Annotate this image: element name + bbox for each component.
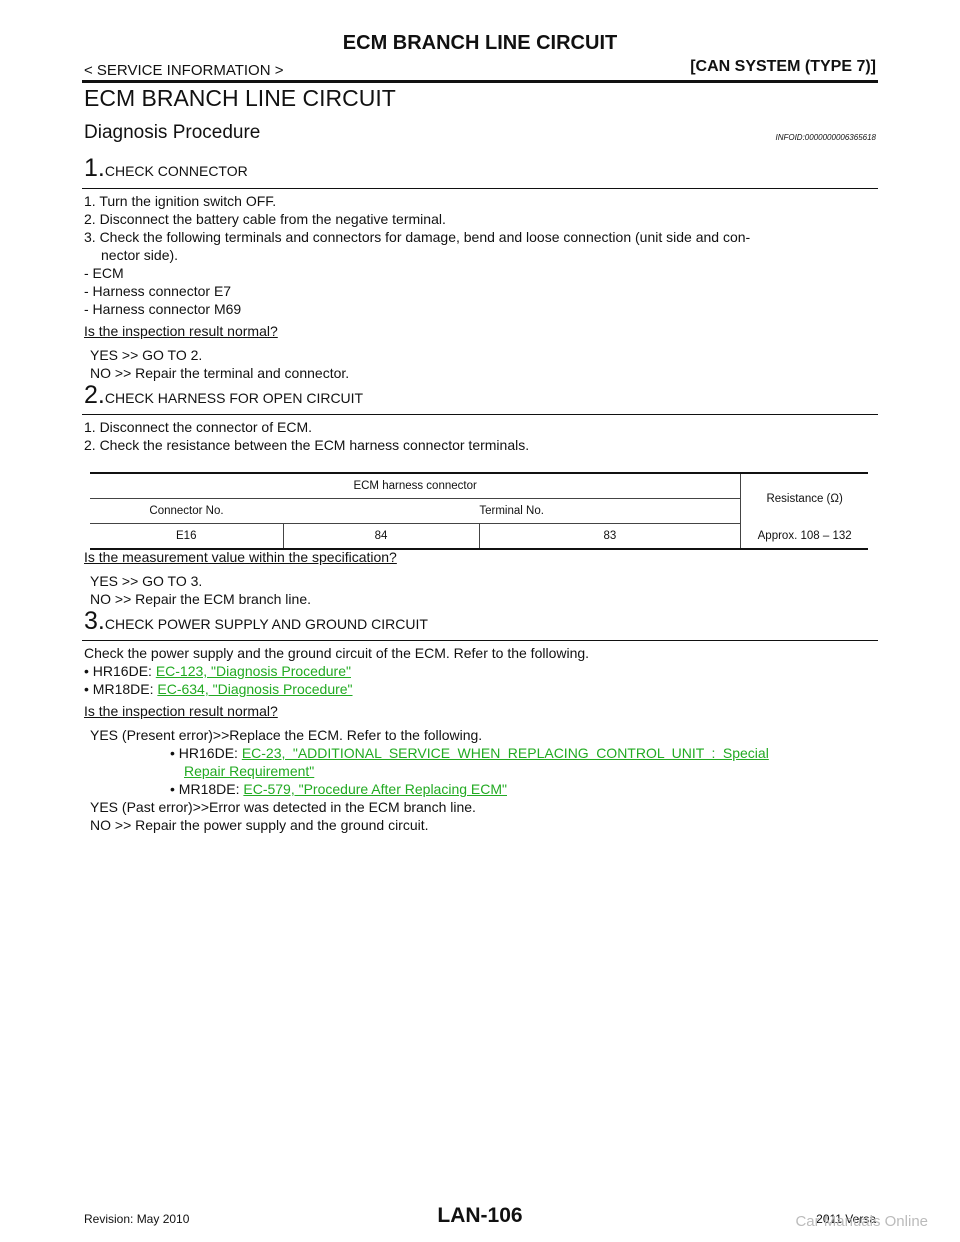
step-1-line-2: 2. Disconnect the battery cable from the…	[84, 211, 446, 227]
step-3-sub-hr16de: • HR16DE: EC-23, "ADDITIONAL SERVICE WHE…	[170, 745, 878, 761]
step-3-yes-present: YES (Present error)>>Replace the ECM. Re…	[90, 727, 483, 743]
bullet-label: • HR16DE:	[84, 663, 152, 679]
step-1-line-5: - ECM	[84, 265, 124, 281]
ec-123-link[interactable]: EC-123, "Diagnosis Procedure"	[155, 663, 351, 679]
step-3-bullet-hr16de: • HR16DE: EC-123, "Diagnosis Procedure"	[84, 663, 351, 679]
step-3-no: NO >> Repair the power supply and the gr…	[90, 817, 429, 833]
step-rule	[82, 188, 878, 189]
step-number: 1.	[84, 154, 105, 182]
step-1-no: NO >> Repair the terminal and connector.	[90, 365, 350, 381]
ec-579-link[interactable]: EC-579, "Procedure After Replacing ECM"	[243, 781, 507, 797]
step-3-line: Check the power supply and the ground ci…	[84, 645, 590, 661]
header-rule	[82, 80, 878, 83]
step-3-sub-mr18de: • MR18DE: EC-579, "Procedure After Repla…	[170, 781, 507, 797]
ec-23-link-cont[interactable]: Repair Requirement"	[184, 763, 315, 779]
step-2-heading: 2.CHECK HARNESS FOR OPEN CIRCUIT	[84, 381, 363, 410]
step-2-line-2: 2. Check the resistance between the ECM …	[84, 437, 530, 453]
header-system-label: [CAN SYSTEM (TYPE 7)]	[690, 58, 876, 75]
step-3-question: Is the inspection result normal?	[84, 703, 278, 719]
step-1-yes: YES >> GO TO 2.	[90, 347, 203, 363]
terminal-2-cell: 83	[478, 523, 741, 550]
step-1-question: Is the inspection result normal?	[84, 323, 278, 339]
table-subheader-row: Connector No. Terminal No.	[90, 498, 868, 524]
footer-model: 2011 Versa	[816, 1212, 876, 1226]
table-header-row: ECM harness connector Resistance (Ω)	[90, 472, 868, 524]
step-1-line-4: nector side).	[101, 247, 179, 263]
resistance-cell: Approx. 108 – 132	[740, 523, 868, 550]
table-row: E16 84 83 Approx. 108 – 132	[90, 523, 868, 550]
resistance-table: ECM harness connector Resistance (Ω) Con…	[90, 472, 868, 550]
footer-page-number: LAN-106	[437, 1204, 523, 1227]
step-title: CHECK CONNECTOR	[104, 163, 248, 179]
step-title: CHECK HARNESS FOR OPEN CIRCUIT	[104, 390, 364, 406]
ec-23-link[interactable]: EC-23, "ADDITIONAL SERVICE WHEN REPLACIN…	[241, 745, 769, 761]
step-number: 2.	[84, 381, 105, 409]
step-3-sub-hr16de-cont: Repair Requirement"	[184, 763, 314, 779]
ec-634-link[interactable]: EC-634, "Diagnosis Procedure"	[157, 681, 353, 697]
step-2-question: Is the measurement value within the spec…	[84, 549, 397, 565]
info-id: INFOID:0000000006365618	[775, 133, 876, 142]
watermark: Car Manuals Online	[795, 1213, 928, 1230]
bullet-label: • MR18DE:	[84, 681, 154, 697]
connector-cell: E16	[90, 523, 283, 550]
section-title: Diagnosis Procedure	[84, 122, 261, 143]
step-rule	[82, 414, 878, 415]
connector-no-header: Connector No.	[90, 498, 283, 524]
step-3-heading: 3.CHECK POWER SUPPLY AND GROUND CIRCUIT	[84, 607, 428, 636]
step-1-line-6: - Harness connector E7	[84, 283, 232, 299]
bullet-label: • HR16DE:	[170, 745, 238, 761]
step-3-bullet-mr18de: • MR18DE: EC-634, "Diagnosis Procedure"	[84, 681, 353, 697]
terminal-1-cell: 84	[282, 523, 479, 550]
step-1-line-1: 1. Turn the ignition switch OFF.	[84, 193, 277, 209]
header-section-label: < SERVICE INFORMATION >	[84, 62, 284, 79]
step-1-line-7: - Harness connector M69	[84, 301, 242, 317]
step-3-yes-past: YES (Past error)>>Error was detected in …	[90, 799, 476, 815]
step-number: 3.	[84, 607, 105, 635]
step-title: CHECK POWER SUPPLY AND GROUND CIRCUIT	[104, 616, 428, 632]
bullet-label: • MR18DE:	[170, 781, 240, 797]
step-2-yes: YES >> GO TO 3.	[90, 573, 203, 589]
footer-revision: Revision: May 2010	[84, 1212, 190, 1226]
terminal-no-header: Terminal No.	[283, 498, 741, 524]
step-1-heading: 1.CHECK CONNECTOR	[84, 154, 248, 183]
resistance-header: Resistance (Ω)	[740, 472, 868, 524]
step-1-line-3: 3. Check the following terminals and con…	[84, 229, 751, 245]
step-rule	[82, 640, 878, 641]
header-title: ECM BRANCH LINE CIRCUIT	[342, 32, 618, 54]
ecm-harness-connector-header: ECM harness connector	[90, 472, 741, 499]
step-2-no: NO >> Repair the ECM branch line.	[90, 591, 311, 607]
page-title: ECM BRANCH LINE CIRCUIT	[84, 85, 396, 111]
step-2-line-1: 1. Disconnect the connector of ECM.	[84, 419, 312, 435]
